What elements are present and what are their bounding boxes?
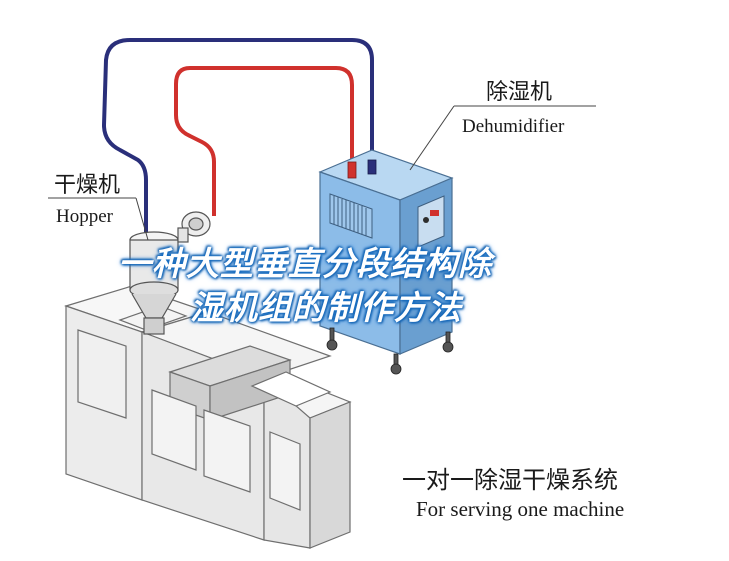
return-air-pipe (102, 38, 374, 238)
dehumidifier-leader (409, 105, 455, 171)
hopper-leader (135, 197, 149, 241)
dehumidifier-label-cn: 除湿机 (486, 80, 552, 105)
return-inlet-stub (367, 159, 377, 175)
dehumidifier-vent-grille (329, 193, 373, 239)
overlay-title: 一种大型垂直分段结构除 湿机组的制作方法 (118, 242, 638, 330)
dehumidifier-unit (318, 149, 454, 375)
supply-outlet-stub (347, 161, 357, 179)
hopper-label-cn: 干燥机 (54, 173, 120, 198)
dehumidifier-control-panel (417, 195, 445, 248)
overlay-title-line2: 湿机组的制作方法 (190, 288, 462, 327)
overlay-title-line1: 一种大型垂直分段结构除 (118, 244, 492, 283)
pipes (102, 38, 374, 238)
hopper-label-en: Hopper (56, 206, 114, 227)
dehumidifier-label-en: Dehumidifier (462, 116, 565, 137)
molding-machine (64, 285, 352, 549)
control-display (430, 210, 439, 216)
system-label-en: For serving one machine (416, 497, 624, 521)
leader-lines (48, 105, 596, 241)
control-knob (423, 217, 429, 223)
hopper-dryer (129, 211, 211, 335)
supply-air-pipe (174, 66, 354, 216)
system-label-cn: 一对一除湿干燥系统 (402, 466, 618, 494)
dehumidifier-casters (326, 327, 454, 375)
